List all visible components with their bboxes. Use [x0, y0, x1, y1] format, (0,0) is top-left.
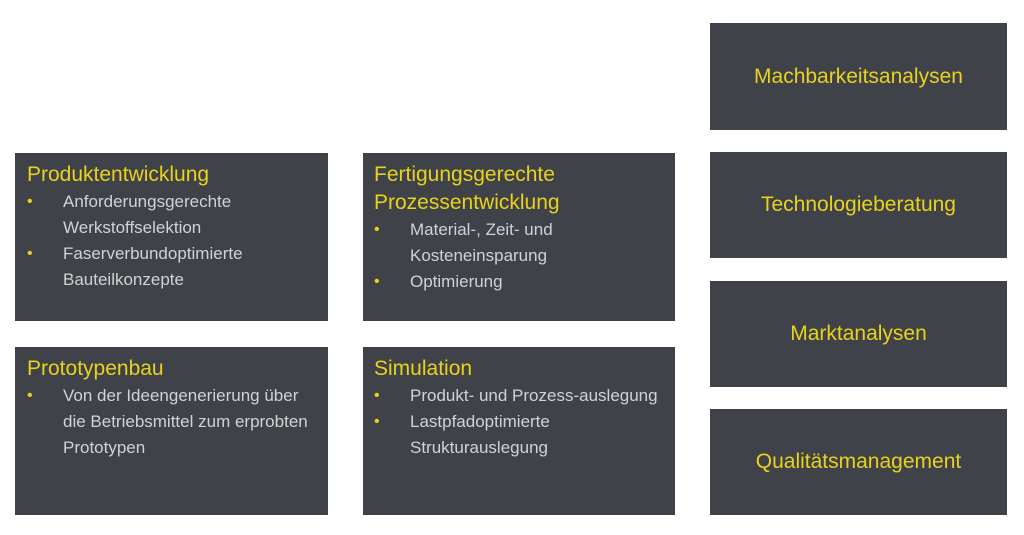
list-item: •Anforderungsgerechte Werkstoffselektion — [27, 189, 318, 241]
list-item: •Material-, Zeit- und Kosteneinsparung — [374, 217, 667, 269]
bullet-dot-icon: • — [27, 245, 33, 262]
list-item: •Optimierung — [374, 269, 667, 295]
bullet-list: •Material-, Zeit- und Kosteneinsparung •… — [374, 217, 667, 295]
box-title: Qualitätsmanagement — [755, 450, 962, 473]
box-marktanalysen: Marktanalysen — [710, 281, 1007, 387]
bullet-list: •Von der Ideengenerierung über die Betri… — [27, 383, 318, 461]
bullet-list: •Anforderungsgerechte Werkstoffselektion… — [27, 189, 318, 293]
box-title: Produktentwicklung — [27, 163, 210, 186]
box-prototypenbau: Prototypenbau •Von der Ideengenerierung … — [15, 347, 328, 515]
bullet-dot-icon: • — [27, 387, 33, 404]
list-item: •Lastpfadoptimierte Strukturauslegung — [374, 409, 667, 461]
list-item: •Von der Ideengenerierung über die Betri… — [27, 383, 318, 461]
bullet-dot-icon: • — [27, 193, 33, 210]
bullet-list: •Produkt- und Prozess-auslegung •Lastpfa… — [374, 383, 667, 461]
box-title: Simulation — [374, 357, 473, 380]
box-machbarkeitsanalysen: Machbarkeitsanalysen — [710, 23, 1007, 130]
box-produktentwicklung: Produktentwicklung •Anforderungsgerechte… — [15, 153, 328, 321]
box-simulation: Simulation •Produkt- und Prozess-auslegu… — [363, 347, 675, 515]
box-qualitaetsmanagement: Qualitätsmanagement — [710, 409, 1007, 515]
bullet-dot-icon: • — [374, 273, 380, 290]
bullet-dot-icon: • — [374, 413, 380, 430]
list-item: •Produkt- und Prozess-auslegung — [374, 383, 667, 409]
box-title: Machbarkeitsanalysen — [754, 64, 963, 88]
list-item: •Faserverbundoptimierte Bauteilkonzepte — [27, 241, 318, 293]
bullet-dot-icon: • — [374, 387, 380, 404]
box-title: Marktanalysen — [790, 322, 927, 345]
bullet-dot-icon: • — [374, 221, 380, 238]
box-title: Fertigungsgerechte Prozessentwicklung — [374, 163, 560, 214]
box-title: Technologieberatung — [761, 193, 956, 216]
box-title: Prototypenbau — [27, 357, 164, 380]
box-technologieberatung: Technologieberatung — [710, 152, 1007, 258]
box-prozessentwicklung: Fertigungsgerechte Prozessentwicklung •M… — [363, 153, 675, 321]
